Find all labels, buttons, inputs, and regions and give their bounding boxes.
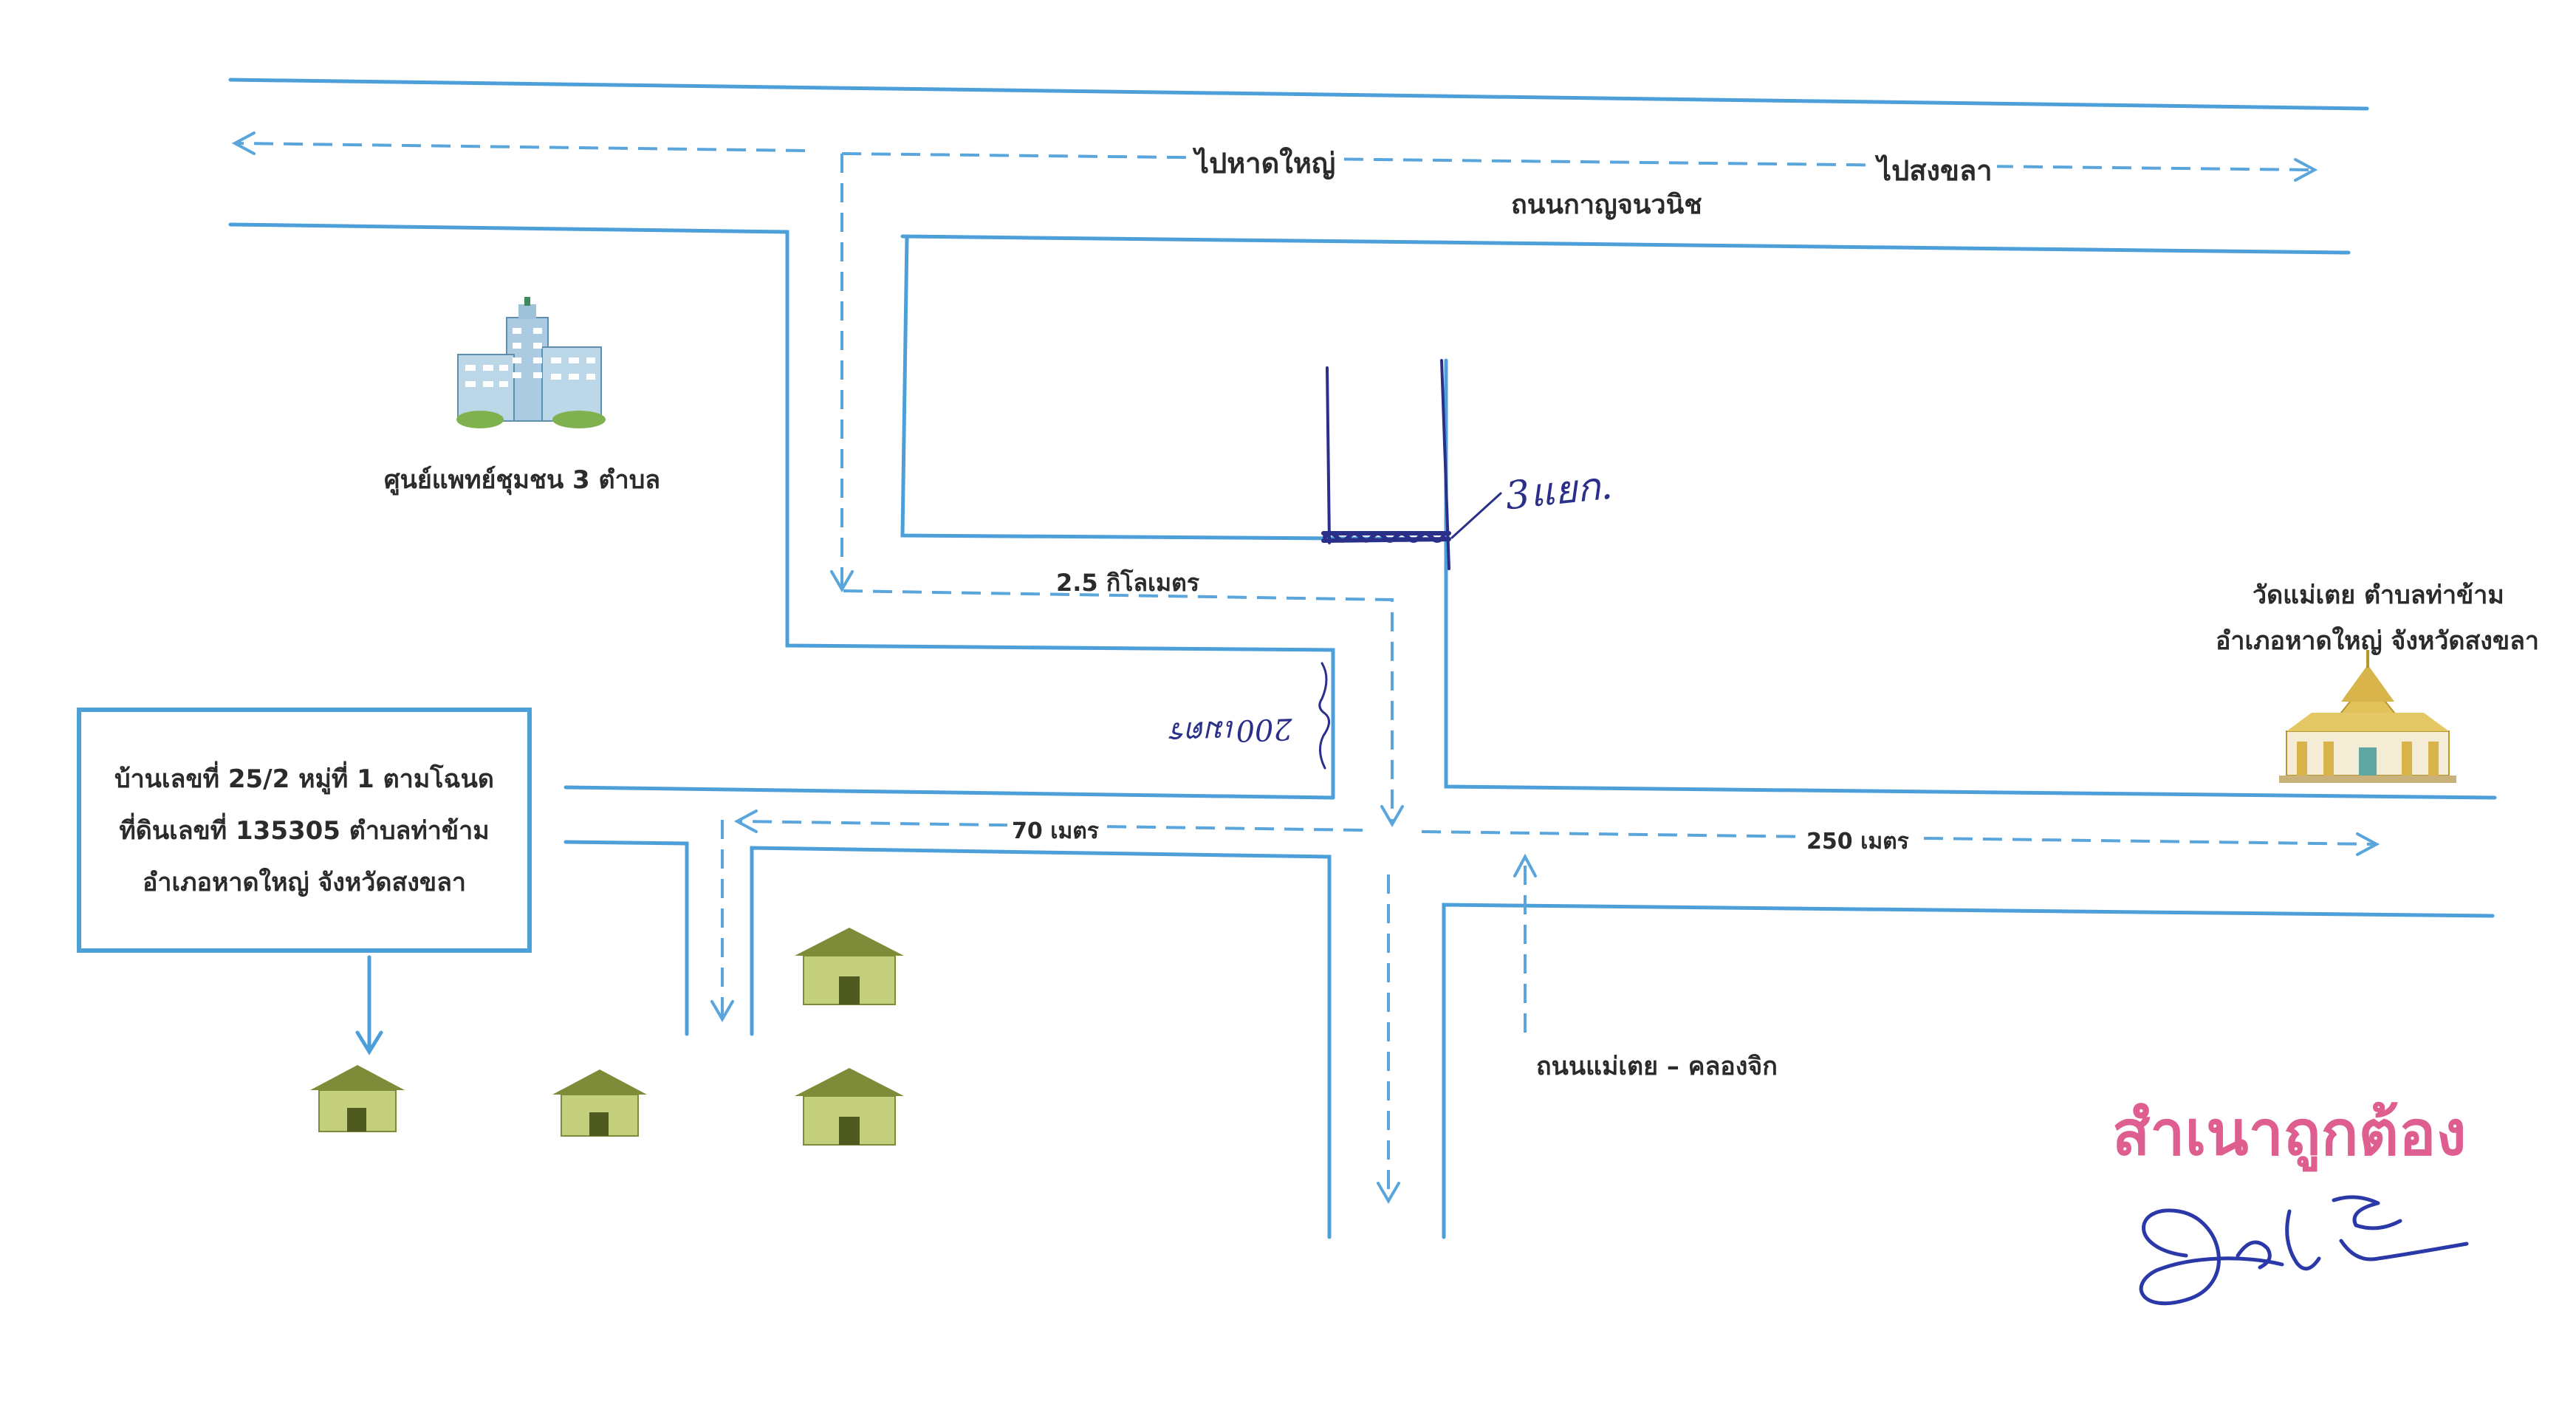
junction-handwritten-note: 3แยก.	[1503, 463, 1614, 519]
temple-icon	[2279, 650, 2456, 783]
address-line-2: ที่ดินเลขที่ 135305 ตำบลท่าข้าม	[119, 816, 490, 846]
lower-right-road-edge	[1442, 903, 2495, 1239]
distance-70m: 70 เมตร	[1007, 814, 1103, 849]
route-to-hatyai	[237, 142, 806, 152]
address-box: บ้านเลขที่ 25/2 หมู่ที่ 1 ตามโฉนด ที่ดิน…	[77, 708, 532, 953]
arrow-icon	[2356, 832, 2380, 856]
distance-2-5km: 2.5 กิโลเมตร	[1056, 569, 1199, 597]
arrow-heads	[231, 131, 2380, 1204]
south-road-west-edge	[750, 846, 1332, 1239]
temple-label-line1: วัดแม่เตย ตำบลท่าข้าม	[2253, 581, 2504, 610]
temple-label-line2: อำเภอหาดใหญ่ จังหวัดสงขลา	[2216, 626, 2539, 656]
certified-copy-stamp: สำเนาถูกต้อง	[2112, 1097, 2467, 1169]
health-center-label: ศูนย์แพทย์ชุมชน 3 ตำบล	[384, 465, 661, 495]
side-road-name: ถนนแม่เตย – คลองจิก	[1536, 1052, 1778, 1081]
arrow-icon	[830, 570, 854, 592]
address-line-3: อำเภอหาดใหญ่ จังหวัดสงขลา	[143, 868, 466, 897]
hospital-building-icon	[456, 297, 606, 428]
arrow-icon	[1513, 853, 1537, 877]
lane-edge	[564, 840, 689, 1036]
upper-block-left	[900, 234, 1451, 541]
house-icon	[310, 1065, 405, 1132]
hand-pointer	[1450, 492, 1502, 539]
arrow-icon	[231, 131, 256, 155]
distance-handwritten-note: 200เมตร	[1171, 711, 1293, 750]
signature-icon	[2139, 1195, 2469, 1306]
house-icon	[795, 928, 904, 1005]
main-road-name: ถนนกาญจนวนิช	[1511, 190, 1702, 220]
upper-block-edge	[900, 234, 2351, 255]
road-outlines	[228, 78, 2497, 1239]
arrow-icon	[355, 1030, 383, 1055]
distance-250m: 250 เมตร	[1802, 824, 1914, 859]
main-road-top-edge	[228, 78, 2369, 111]
house-icon	[795, 1068, 904, 1146]
route-to-songkhla	[841, 152, 2312, 171]
to-songkhla-label: ไปสงขลา	[1873, 148, 1997, 193]
arrow-icon	[2294, 158, 2318, 182]
left-road-outer-edge	[228, 222, 1335, 800]
route-lines	[237, 142, 2375, 1200]
hand-bracket	[1318, 662, 1330, 770]
handwritten-marks	[1318, 359, 1502, 770]
arrow-icon	[1377, 1182, 1400, 1204]
to-hatyai-label: ไปหาดใหญ่	[1191, 140, 1340, 185]
house-icon	[552, 1069, 647, 1137]
hand-line-left	[1326, 366, 1331, 544]
arrow-icon	[710, 1000, 734, 1022]
arrow-icon	[1380, 805, 1404, 827]
lower-left-road-top-edge	[564, 785, 1335, 800]
arrow-icon	[733, 809, 758, 833]
address-line-1: บ้านเลขที่ 25/2 หมู่ที่ 1 ตามโฉนด	[114, 764, 494, 794]
hand-scribble	[1321, 531, 1451, 543]
route-2-5km	[843, 589, 1394, 824]
